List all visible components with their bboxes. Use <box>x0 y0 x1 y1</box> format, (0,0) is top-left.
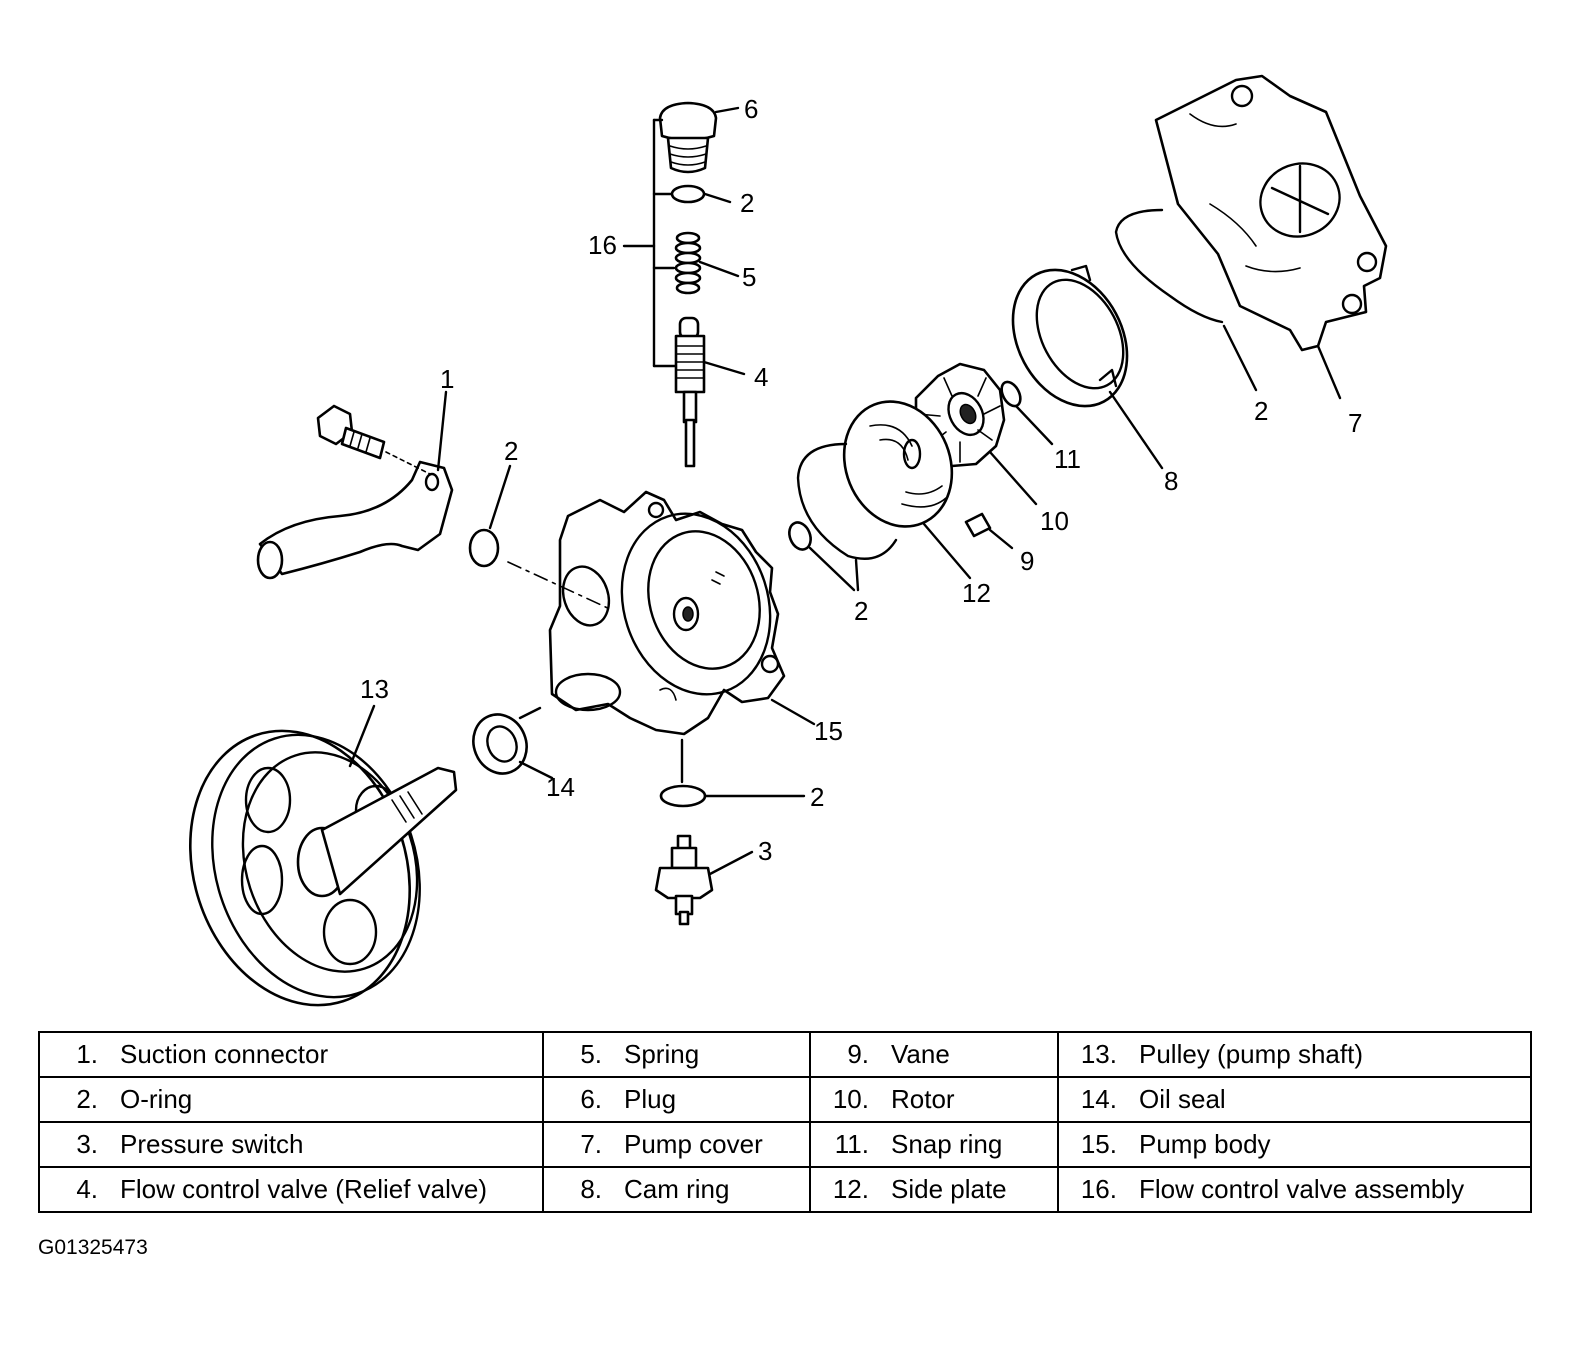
bolt-part <box>316 404 386 460</box>
legend-number: 8. <box>580 1174 602 1204</box>
legend-number: 11. <box>834 1129 869 1159</box>
callout-13: 13 <box>360 674 389 704</box>
legend-label: Snap ring <box>891 1129 1003 1159</box>
legend-label: Cam ring <box>624 1174 730 1204</box>
legend-cell: 9. Vane <box>809 1031 1059 1078</box>
pressure-switch-part <box>654 834 754 926</box>
callout-9: 9 <box>1020 546 1034 576</box>
legend-cell: 2. O-ring <box>38 1076 544 1123</box>
legend-cell: 1. Suction connector <box>38 1031 544 1078</box>
legend-label: Side plate <box>891 1174 1007 1204</box>
legend-row: 3. Pressure switch 7. Pump cover 11. Snap r… <box>38 1121 1532 1168</box>
legend-cell: 4. Flow control valve (Relief valve) <box>38 1166 544 1213</box>
legend-label: Spring <box>624 1039 700 1069</box>
legend-number: 5. <box>580 1039 602 1069</box>
legend-cell: 12. Side plate <box>809 1166 1059 1213</box>
legend-number: 9. <box>847 1039 869 1069</box>
o-ring-bottom <box>659 738 806 808</box>
o-ring-cover <box>1114 208 1258 392</box>
legend-number: 7. <box>580 1129 602 1159</box>
suction-connector-part <box>256 390 454 580</box>
side-plate-part <box>842 400 972 580</box>
vane-part <box>964 512 1014 550</box>
legend-cell: 6. Plug <box>542 1076 811 1123</box>
cam-ring-part <box>1011 264 1164 470</box>
legend-row: 2. O-ring 6. Plug 10. Rotor 14. Oil seal <box>38 1076 1532 1123</box>
legend-cell: 16. Flow control valve assembly <box>1057 1166 1532 1213</box>
callout-14: 14 <box>546 772 575 802</box>
exploded-view-diagram: 1 2 2 2 2 2 3 4 5 6 7 8 9 10 11 12 13 14… <box>188 74 1388 1007</box>
legend-label: Vane <box>891 1039 950 1069</box>
callout-2: 2 <box>740 188 754 218</box>
legend-number: 2. <box>76 1084 98 1114</box>
legend-number: 12. <box>832 1174 869 1204</box>
pump-body-part <box>548 490 816 736</box>
legend-label: Pump body <box>1139 1129 1271 1159</box>
legend-cell: 13. Pulley (pump shaft) <box>1057 1031 1532 1078</box>
callout-7: 7 <box>1348 408 1362 438</box>
callout-6: 6 <box>744 94 758 124</box>
legend-number: 10. <box>832 1084 869 1114</box>
callout-2: 2 <box>810 782 824 812</box>
legend-number: 14. <box>1080 1084 1117 1114</box>
legend-label: Rotor <box>891 1084 955 1114</box>
legend-cell: 5. Spring <box>542 1031 811 1078</box>
callout-1: 1 <box>440 364 454 394</box>
legend-label: Flow control valve (Relief valve) <box>120 1174 488 1204</box>
callout-10: 10 <box>1040 506 1069 536</box>
legend-label: Flow control valve assembly <box>1139 1174 1465 1204</box>
legend-cell: 10. Rotor <box>809 1076 1059 1123</box>
parts-legend-table: 1. Suction connector 5. Spring 9. Vane 13. P… <box>38 1031 1532 1213</box>
legend-label: O-ring <box>120 1084 193 1114</box>
legend-cell: 7. Pump cover <box>542 1121 811 1168</box>
legend-cell: 14. Oil seal <box>1057 1076 1532 1123</box>
callout-4: 4 <box>754 362 768 392</box>
oil-seal-part <box>472 706 554 780</box>
legend-label: Pump cover <box>624 1129 763 1159</box>
callout-11: 11 <box>1054 444 1081 474</box>
snap-ring-part <box>1000 380 1054 446</box>
legend-number: 16. <box>1080 1174 1117 1204</box>
o-ring-plug <box>670 184 732 204</box>
pump-cover-part <box>1154 74 1388 400</box>
figure-id: G01325473 <box>38 1236 148 1259</box>
legend-cell: 11. Snap ring <box>809 1121 1059 1168</box>
legend-number: 13. <box>1080 1039 1117 1069</box>
o-ring-side-plate <box>788 442 898 592</box>
callout-8: 8 <box>1164 466 1178 496</box>
callout-12: 12 <box>962 578 991 608</box>
legend-label: Pressure switch <box>120 1129 304 1159</box>
legend-number: 6. <box>580 1084 602 1114</box>
legend-cell: 8. Cam ring <box>542 1166 811 1213</box>
callout-3: 3 <box>758 836 772 866</box>
legend-label: Suction connector <box>120 1039 329 1069</box>
legend-label: Plug <box>624 1084 677 1114</box>
pulley-part <box>188 704 458 1007</box>
callout-2: 2 <box>854 596 868 626</box>
spring-part <box>674 231 740 295</box>
legend-number: 3. <box>76 1129 98 1159</box>
flow-control-valve-part <box>674 316 746 468</box>
callout-15: 15 <box>814 716 843 746</box>
legend-row: 1. Suction connector 5. Spring 9. Vane 13. P… <box>38 1031 1532 1078</box>
legend-row: 4. Flow control valve (Relief valve) 8. Ca… <box>38 1166 1532 1213</box>
legend-cell: 3. Pressure switch <box>38 1121 544 1168</box>
legend-label: Oil seal <box>1139 1084 1226 1114</box>
callout-2: 2 <box>504 436 518 466</box>
plug-part <box>658 101 740 174</box>
callout-2: 2 <box>1254 396 1268 426</box>
legend-cell: 15. Pump body <box>1057 1121 1532 1168</box>
flow-valve-assembly-bracket <box>622 118 678 368</box>
legend-number: 15. <box>1080 1129 1117 1159</box>
legend-label: Pulley (pump shaft) <box>1139 1039 1363 1069</box>
callout-16: 16 <box>588 230 617 260</box>
legend-number: 1. <box>76 1039 98 1069</box>
o-ring-suction <box>468 464 613 611</box>
legend-number: 4. <box>76 1174 98 1204</box>
callout-5: 5 <box>742 262 756 292</box>
